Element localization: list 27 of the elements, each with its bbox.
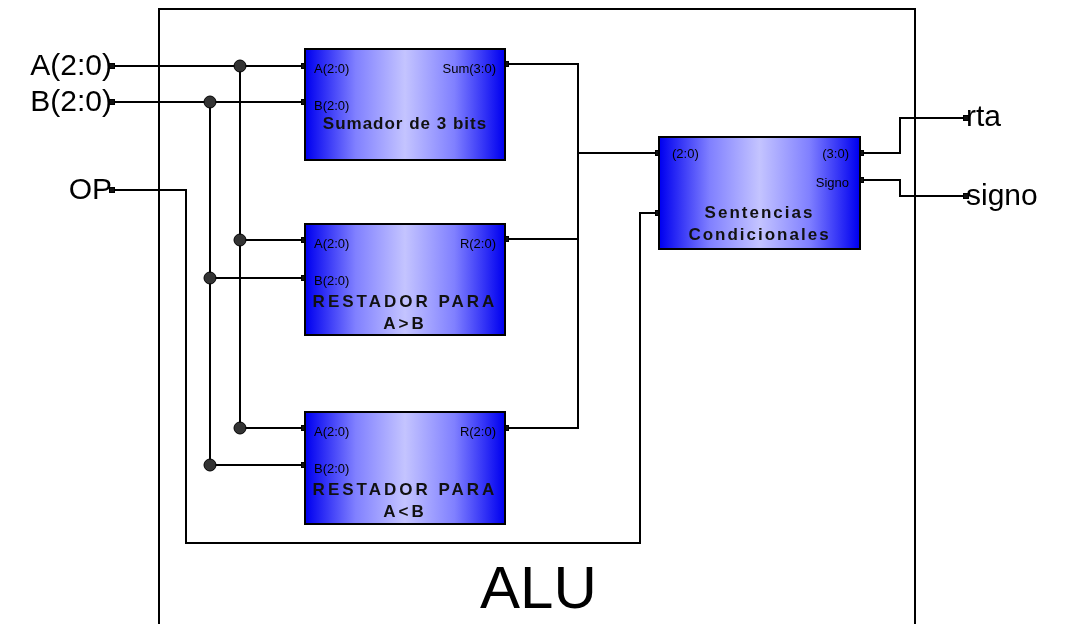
input-label: A(2:0): [8, 48, 112, 84]
port-label: R(2:0): [459, 424, 496, 439]
port-label: B(2:0): [314, 461, 350, 476]
function-block: [658, 136, 861, 250]
port-label: A(2:0): [314, 236, 350, 251]
port-label: A(2:0): [314, 61, 350, 76]
function-block: [304, 48, 506, 161]
block-title: RESTADOR PARA A<B: [311, 479, 499, 523]
port-label: Signo: [815, 175, 849, 190]
block-title: RESTADOR PARA A>B: [311, 291, 499, 335]
port-label: R(2:0): [459, 236, 496, 251]
module-boundary: [158, 8, 916, 624]
input-label: B(2:0): [8, 84, 112, 120]
port-label: B(2:0): [314, 98, 350, 113]
output-label: signo: [966, 178, 1076, 214]
block-title: Sentencias Condicionales: [687, 202, 832, 246]
port-label: B(2:0): [314, 273, 350, 288]
port-label: A(2:0): [314, 424, 350, 439]
input-label: OP: [8, 172, 112, 208]
port-label: (3:0): [822, 146, 849, 161]
output-label: rta: [966, 99, 1036, 135]
function-block: [304, 223, 506, 336]
module-label: ALU: [480, 558, 597, 618]
block-title: Sumador de 3 bits: [321, 113, 489, 135]
function-block: [304, 411, 506, 525]
port-label: (2:0): [672, 146, 699, 161]
port-label: Sum(3:0): [442, 61, 496, 76]
